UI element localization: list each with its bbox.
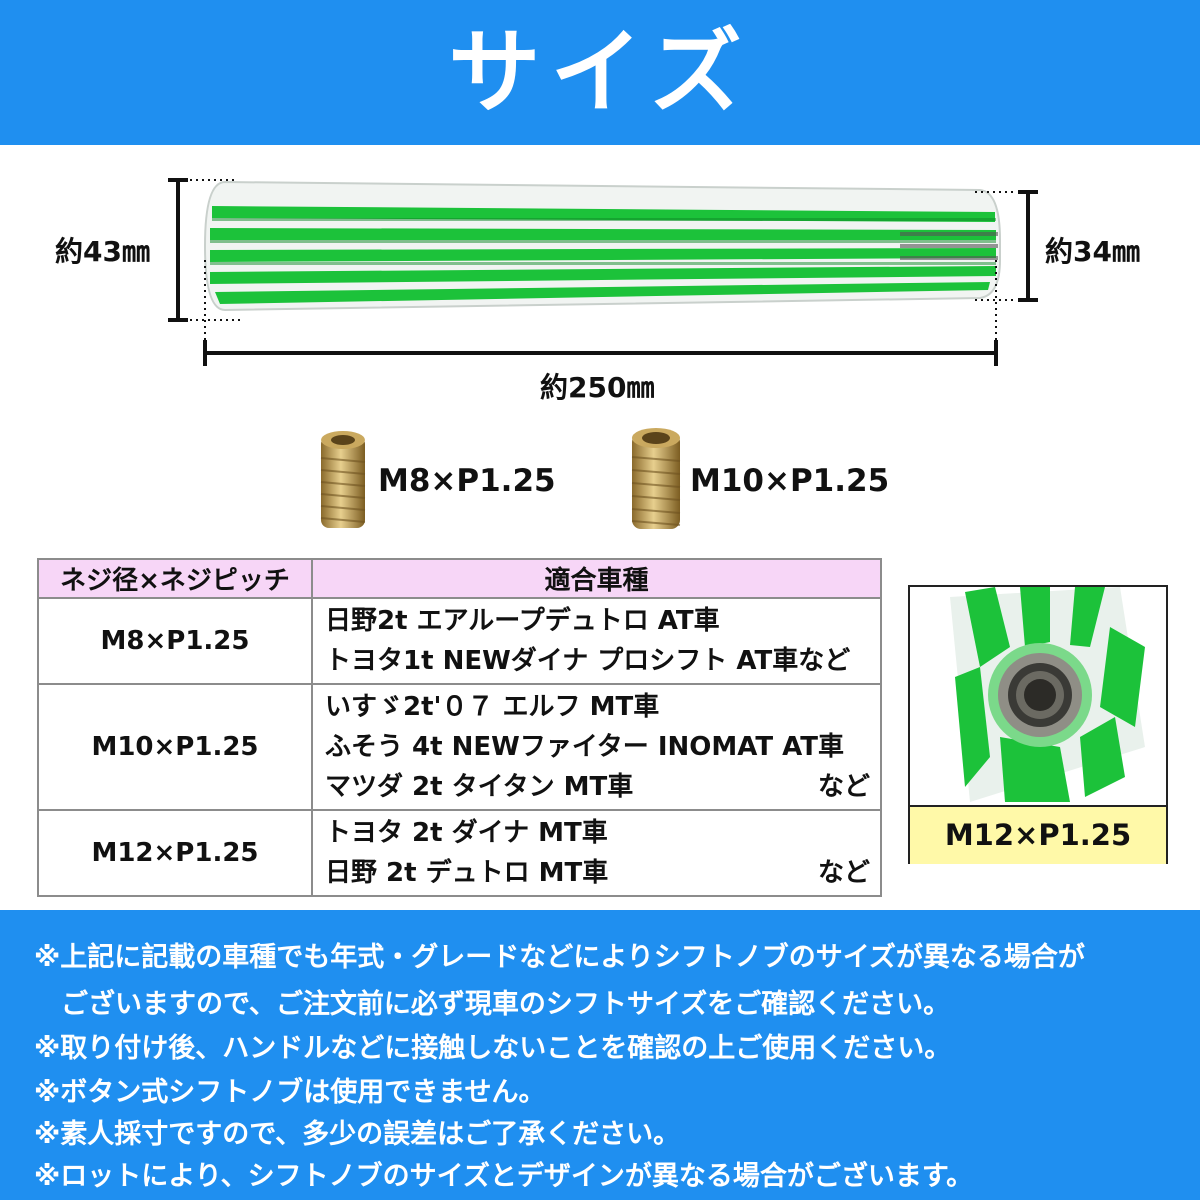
vehicle-name: マツダ 2t タイタン MT車 <box>325 772 634 802</box>
thread-spec-cell: M10×P1.25 <box>37 683 313 811</box>
note-line: ※素人採寸ですので、多少の誤差はご了承ください。 <box>34 1119 681 1150</box>
table-row: M8×P1.25 日野2t エアループデュトロ AT車 トヨタ1t NEWダイナ… <box>37 597 882 685</box>
vehicle-suffix: など <box>817 858 870 888</box>
thread-spec-cell: M8×P1.25 <box>37 597 313 685</box>
note-line: ※ボタン式シフトノブは使用できません。 <box>34 1077 546 1108</box>
vehicle-line: トヨタ1t NEWダイナ プロシフト AT車など <box>325 641 870 681</box>
vehicle-name: トヨタ1t NEWダイナ プロシフト AT車など <box>325 646 851 676</box>
m8-adapter-image <box>313 428 373 533</box>
vehicle-line: 日野 2t デュトロ MT車 など <box>325 853 870 893</box>
vehicle-line: 日野2t エアループデュトロ AT車 <box>325 601 870 641</box>
m12-closeup-panel: M12×P1.25 <box>908 585 1168 864</box>
vehicle-suffix: など <box>817 772 870 802</box>
m8-adapter-label: M8×P1.25 <box>378 463 556 499</box>
shift-knob-image <box>168 178 1038 366</box>
vehicle-name: 日野2t エアループデュトロ AT車 <box>325 606 720 636</box>
m12-closeup-image <box>910 587 1166 805</box>
vehicle-list-cell: 日野2t エアループデュトロ AT車 トヨタ1t NEWダイナ プロシフト AT… <box>311 597 882 685</box>
note-line: ございますので、ご注文前に必ず現車のシフトサイズをご確認ください。 <box>34 989 951 1020</box>
bottom-diameter-label: 約34㎜ <box>1045 235 1140 268</box>
column-header-thread: ネジ径×ネジピッチ <box>37 558 313 599</box>
m12-closeup-label: M12×P1.25 <box>910 805 1166 864</box>
note-line: ※ロットにより、シフトノブのサイズとデザインが異なる場合がございます。 <box>34 1161 974 1192</box>
vehicle-name: トヨタ 2t ダイナ MT車 <box>325 818 608 848</box>
table-row: M12×P1.25 トヨタ 2t ダイナ MT車 日野 2t デュトロ MT車 な… <box>37 809 882 897</box>
vehicle-list-cell: トヨタ 2t ダイナ MT車 日野 2t デュトロ MT車 など <box>311 809 882 897</box>
vehicle-line: マツダ 2t タイタン MT車 など <box>325 767 870 807</box>
vehicle-name: 日野 2t デュトロ MT車 <box>325 858 609 888</box>
length-label: 約250㎜ <box>540 371 655 404</box>
vehicle-name: ふそう 4t NEWファイター INOMAT AT車 <box>325 732 844 762</box>
note-line: ※上記に記載の車種でも年式・グレードなどによりシフトノブのサイズが異なる場合が <box>34 942 1085 973</box>
vehicle-list-cell: いすゞ2t'０７ エルフ MT車 ふそう 4t NEWファイター INOMAT … <box>311 683 882 811</box>
header-banner: サイズ <box>0 0 1200 145</box>
top-diameter-label: 約43㎜ <box>55 235 150 268</box>
m10-adapter-label: M10×P1.25 <box>690 463 890 499</box>
table-header-row: ネジ径×ネジピッチ 適合車種 <box>37 558 882 599</box>
column-header-vehicles: 適合車種 <box>311 558 882 599</box>
notes-panel: ※上記に記載の車種でも年式・グレードなどによりシフトノブのサイズが異なる場合が … <box>0 910 1200 1200</box>
compatibility-table: ネジ径×ネジピッチ 適合車種 M8×P1.25 日野2t エアループデュトロ A… <box>37 558 882 897</box>
vehicle-line: トヨタ 2t ダイナ MT車 <box>325 813 870 853</box>
vehicle-line: ふそう 4t NEWファイター INOMAT AT車 <box>325 727 870 767</box>
product-dimension-diagram: 約43㎜ 約34㎜ 約250㎜ <box>0 160 1200 420</box>
vehicle-line: いすゞ2t'０７ エルフ MT車 <box>325 687 870 727</box>
table-row: M10×P1.25 いすゞ2t'０７ エルフ MT車 ふそう 4t NEWファイ… <box>37 683 882 811</box>
page-title: サイズ <box>448 19 752 126</box>
note-line: ※取り付け後、ハンドルなどに接触しないことを確認の上ご使用ください。 <box>34 1033 952 1064</box>
vehicle-name: いすゞ2t'０７ エルフ MT車 <box>325 692 660 722</box>
thread-spec-cell: M12×P1.25 <box>37 809 313 897</box>
m10-adapter-image <box>626 425 686 535</box>
